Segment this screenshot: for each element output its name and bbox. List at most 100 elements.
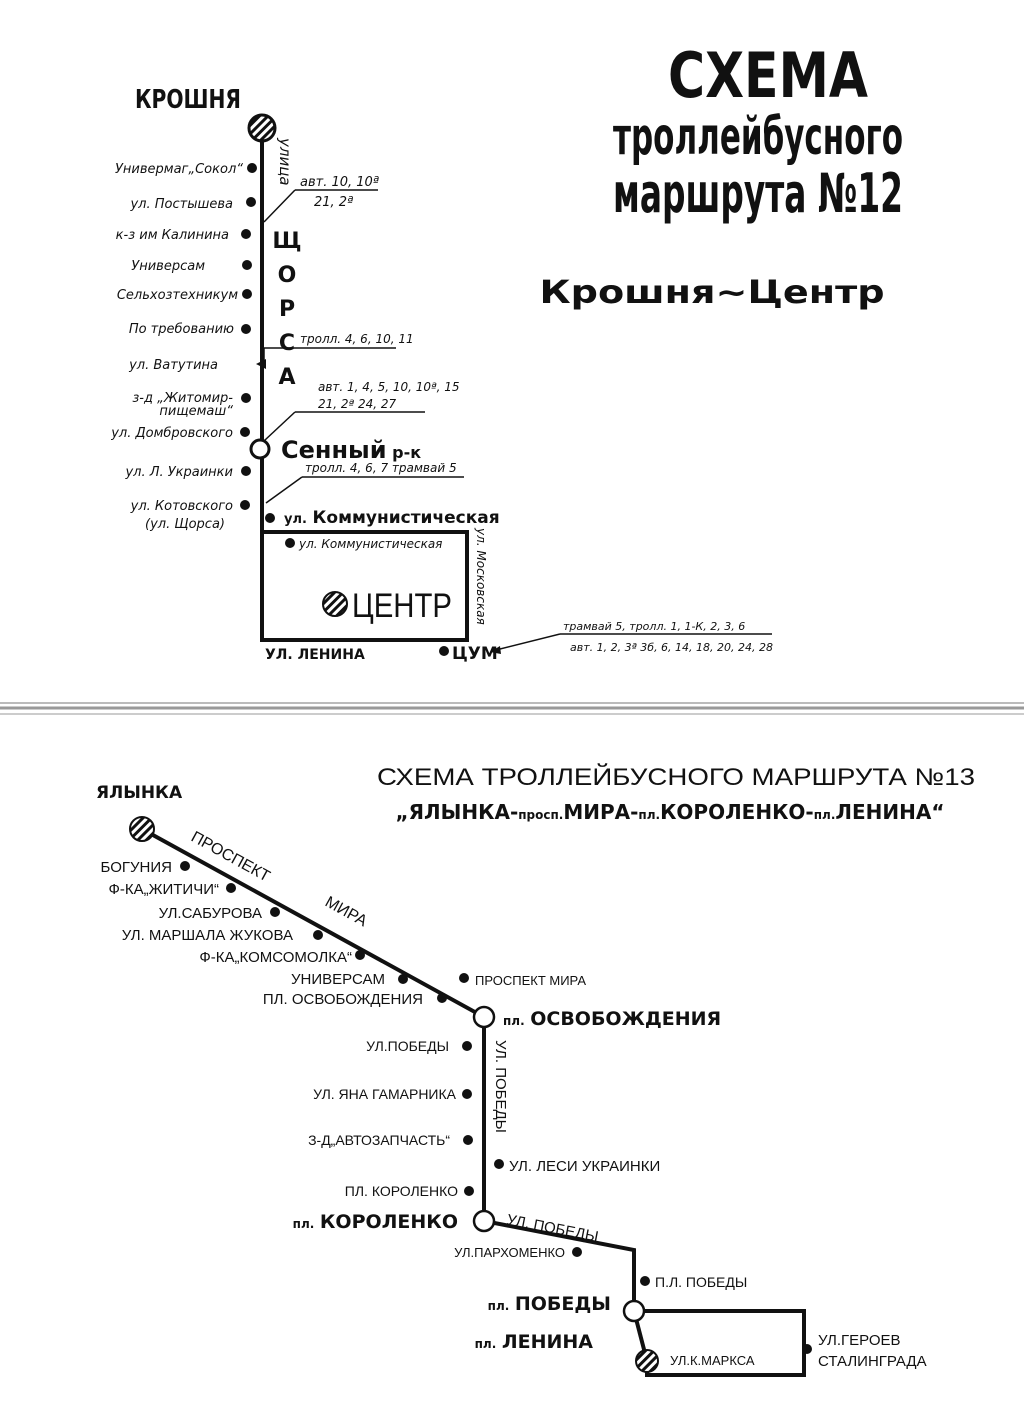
map12-stop: Универсам [131, 259, 205, 274]
map12-stop-dot-icon [246, 197, 256, 207]
map12-stop-dot-icon [241, 393, 251, 403]
map13-stop-dot-icon [313, 930, 323, 940]
map12-stops: Универмаг„Сокол“ ул. Постышева к-з им Ка… [110, 162, 257, 532]
map12-transfer2-label: тролл. 4, 6, 10, 11 [300, 332, 414, 346]
map13-pl-pobedy-stop: П.Л. ПОБЕДЫ [655, 1274, 747, 1290]
svg-text:Р: Р [279, 297, 295, 322]
map12-stop: ул. Постышева [129, 197, 233, 212]
map13-stop-dot-icon [640, 1276, 650, 1286]
map12-senny-circle-icon [249, 438, 271, 460]
map13-stop-dot-icon [270, 907, 280, 917]
map12-tsum-arrow-icon [490, 646, 501, 654]
map12-title-line3: маршрута №12 [613, 162, 903, 225]
map13-subtitle: „ЯЛЫНКА-просп.МИРА-пл.КОРОЛЕНКО-пл.ЛЕНИН… [396, 800, 945, 824]
map13-stop-dot-icon [572, 1247, 582, 1257]
map13-stop: Ф-КА„КОМСОМОЛКА“ [199, 949, 352, 966]
map12-stop: Универмаг„Сокол“ [115, 162, 243, 177]
map12-transfer1-line2: 21, 2ª [314, 195, 353, 210]
map12-stop: ул. Домбровского [110, 426, 233, 441]
map12-center-label: ЦЕНТР [352, 587, 452, 625]
map13-osvob-circle-icon [472, 1005, 496, 1029]
map13-parkhomenko-label: УЛ.ПАРХОМЕНКО [454, 1245, 565, 1260]
map12-tsum-transfer-line1: трамвай 5, тролл. 1, 1-К, 2, 3, 6 [563, 620, 745, 633]
map13-stop-dot-icon [463, 1135, 473, 1145]
map13-stop-dot-icon [462, 1089, 472, 1099]
map13-stop-dot-icon [494, 1159, 504, 1169]
map13-stop-dot-icon [180, 861, 190, 871]
map13-street-pobedy-diag: УЛ. ПОБЕДЫ [505, 1211, 599, 1245]
map12-center-icon [322, 591, 348, 617]
map13-stop-dot-icon [226, 883, 236, 893]
map12-lenina-label: УЛ. ЛЕНИНА [265, 647, 365, 663]
map12-start-label: КРОШНЯ [135, 85, 241, 115]
map12-kommun1-label: ул. Коммунистическая [284, 508, 500, 528]
map13-marksa-label: УЛ.К.МАРКСА [670, 1353, 755, 1368]
map13-title: СХЕМА ТРОЛЛЕЙБУСНОГО МАРШРУТА №13 [377, 763, 975, 791]
map-route-12: СХЕМА троллейбусного маршрута №12 Крошня… [110, 39, 903, 664]
map13-stop: УЛ.ПОБЕДЫ [366, 1038, 449, 1054]
map12-stop-dot-icon [247, 163, 257, 173]
map13-korolenko-circle-icon [472, 1209, 496, 1233]
map13-pobedy-label: пл. ПОБЕДЫ [488, 1293, 611, 1315]
map12-senny-label: Сенный р-к [281, 436, 421, 464]
map13-stop: УЛ. МАРШАЛА ЖУКОВА [122, 927, 293, 944]
map-route-13: СХЕМА ТРОЛЛЕЙБУСНОГО МАРШРУТА №13 „ЯЛЫНК… [96, 763, 975, 1377]
map12-stop-dot-icon [240, 500, 250, 510]
map12-stop-dot-icon [240, 427, 250, 437]
map12-subtitle: Крошня~Центр [540, 273, 885, 311]
map13-stop: ПЛ. ОСВОБОЖДЕНИЯ [263, 991, 423, 1008]
map13-stop-dot-icon [464, 1186, 474, 1196]
map12-stop-dot-icon [241, 229, 251, 239]
map12-title-line2: троллейбусного [613, 107, 903, 167]
map12-street-ulitsa: улица [276, 137, 294, 186]
svg-text:А: А [278, 365, 295, 390]
svg-text:С: С [279, 331, 295, 356]
map13-geroev-line1: УЛ.ГЕРОЕВ [818, 1332, 901, 1349]
map13-pobedy-circle-icon [622, 1299, 646, 1323]
map12-stop: пищемаш“ [159, 404, 233, 419]
map13-stop-dot-icon [437, 993, 447, 1003]
map13-terminal-yalynka-icon [129, 816, 155, 842]
map13-start-label: ЯЛЫНКА [96, 783, 183, 803]
map12-transfer4-label: тролл. 4, 6, 7 трамвай 5 [305, 461, 457, 475]
map13-stop-dot-icon [355, 950, 365, 960]
svg-text:Щ: Щ [272, 229, 301, 254]
map13-street-pobedy-vert: УЛ. ПОБЕДЫ [492, 1040, 509, 1133]
map12-stop: Сельхозтехникум [117, 288, 238, 303]
map12-terminal-kroshnya-icon [247, 113, 277, 143]
map12-stop: По требованию [129, 322, 234, 337]
map13-terminal-lenina-icon [635, 1349, 659, 1373]
map13-stop: З-Д„АВТОЗАПЧАСТЬ“ [308, 1132, 450, 1148]
map13-stop-dot-icon [802, 1344, 812, 1354]
map12-tsum-transfer-line2: авт. 1, 2, 3ª 3б, 6, 14, 18, 20, 24, 28 [570, 641, 773, 654]
map12-moskovskaya-label: ул. Московская [474, 527, 488, 625]
map12-stop: к-з им Калинина [116, 228, 229, 243]
svg-text:О: О [278, 263, 297, 288]
map13-lesi-label: УЛ. ЛЕСИ УКРАИНКИ [509, 1158, 660, 1175]
map12-transfer3-pointer [264, 411, 296, 441]
map12-stop-dot-icon [241, 466, 251, 476]
map13-route-line [141, 827, 636, 1311]
map13-lenina-label: пл. ЛЕНИНА [475, 1331, 594, 1353]
map12-center-loop [260, 530, 469, 642]
map12-title-line1: СХЕМА [668, 39, 868, 112]
map12-stop: ул. Л. Украинки [124, 465, 233, 480]
map12-transfer1-line1: авт. 10, 10ª [300, 175, 379, 190]
map13-prospekt-mira-stop: ПРОСПЕКТ МИРА [475, 973, 586, 988]
map12-stop: з-д „Житомир- [132, 391, 233, 406]
map12-transfer3-line2: 21, 2ª 24, 27 [318, 397, 397, 411]
map12-stop-dot-icon [242, 260, 252, 270]
map13-stop-dot-icon [398, 974, 408, 984]
map12-kommun2-label: ул. Коммунистическая [298, 537, 442, 551]
map13-stop: БОГУНИЯ [101, 859, 172, 876]
map13-osvob-label: пл. ОСВОБОЖДЕНИЯ [503, 1008, 721, 1030]
map13-stop: Ф-КА„ЖИТИЧИ“ [109, 881, 220, 898]
map13-stop-dot-icon [459, 973, 469, 983]
map12-stop-dot-icon [285, 538, 295, 548]
map12-tsum-pointer [491, 633, 561, 652]
map13-korolenko-label: пл. КОРОЛЕНКО [293, 1211, 458, 1233]
map12-tsum-label: ЦУМ [452, 644, 498, 664]
map12-transfer1-pointer [263, 189, 296, 223]
map12-stop-dot-icon [241, 324, 251, 334]
